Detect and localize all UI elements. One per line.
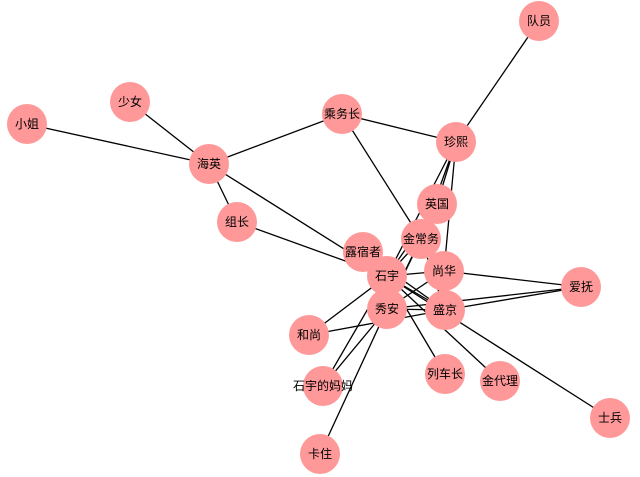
graph-node: 爱抚	[561, 267, 601, 307]
graph-node: 队员	[519, 1, 559, 41]
graph-node: 珍熙	[436, 122, 476, 162]
node-label: 和尚	[297, 328, 321, 342]
edge-石宇-士兵	[386, 275, 611, 419]
node-label: 秀安	[375, 301, 399, 316]
node-circle	[189, 144, 229, 184]
node-label: 列车长	[427, 366, 463, 381]
node-circle	[217, 202, 257, 242]
node-label: 小姐	[15, 117, 39, 131]
node-circle	[401, 219, 441, 259]
node-label: 石宇	[375, 269, 399, 283]
graph-node: 金常务	[401, 219, 441, 259]
node-circle	[519, 1, 559, 41]
graph-node: 盛京	[425, 290, 465, 330]
graph-node: 士兵	[590, 398, 630, 438]
graph-node: 组长	[217, 202, 257, 242]
edge-小姐-海英	[26, 123, 210, 165]
node-circle	[436, 122, 476, 162]
node-circle	[289, 315, 329, 355]
node-circle	[367, 289, 407, 329]
node-label: 组长	[225, 215, 249, 229]
graph-node: 石宇	[367, 256, 407, 296]
node-circle	[303, 366, 343, 406]
graph-node: 秀安	[367, 289, 407, 329]
node-label: 海英	[197, 156, 221, 171]
node-label: 珍熙	[444, 135, 468, 149]
graph-node: 海英	[189, 144, 229, 184]
edge-队员-珍熙	[455, 20, 540, 143]
node-label: 露宿者	[345, 244, 381, 259]
edge-盛京-爱抚	[444, 286, 582, 311]
edge-海英-乘务长	[208, 113, 343, 165]
node-label: 卡住	[308, 447, 332, 461]
graph-node: 英国	[417, 184, 457, 224]
node-circle	[417, 184, 457, 224]
node-label: 金常务	[403, 231, 439, 246]
graph-node: 金代理	[480, 361, 520, 401]
node-circle	[7, 104, 47, 144]
node-label: 士兵	[598, 411, 622, 425]
graph-node: 少女	[110, 82, 150, 122]
graph-node: 石宇的妈妈	[293, 366, 353, 406]
graph-node: 乘务长	[322, 94, 362, 134]
node-label: 金代理	[482, 373, 518, 388]
node-label: 英国	[425, 197, 449, 211]
node-circle	[110, 82, 150, 122]
node-circle	[300, 434, 340, 474]
graph-node: 尚华	[424, 251, 464, 291]
node-circle	[322, 94, 362, 134]
edge-尚华-爱抚	[443, 270, 582, 288]
graph-node: 列车长	[425, 354, 465, 394]
node-label: 乘务长	[324, 106, 360, 121]
node-label: 石宇的妈妈	[293, 378, 353, 393]
node-label: 尚华	[432, 264, 456, 278]
node-label: 少女	[118, 94, 142, 109]
node-circle	[480, 361, 520, 401]
edge-秀安-爱抚	[386, 286, 582, 310]
node-circle	[425, 354, 465, 394]
graph-node: 卡住	[300, 434, 340, 474]
node-label: 队员	[527, 13, 551, 28]
graph-node: 和尚	[289, 315, 329, 355]
edge-秀安-卡住	[319, 308, 388, 455]
node-circle	[561, 267, 601, 307]
node-label: 盛京	[433, 302, 457, 317]
edge-乘务长-金常务	[341, 113, 422, 240]
node-circle	[367, 256, 407, 296]
node-circle	[424, 251, 464, 291]
graph-node: 小姐	[7, 104, 47, 144]
node-circle	[590, 398, 630, 438]
node-circle	[425, 290, 465, 330]
node-label: 爱抚	[569, 280, 593, 294]
